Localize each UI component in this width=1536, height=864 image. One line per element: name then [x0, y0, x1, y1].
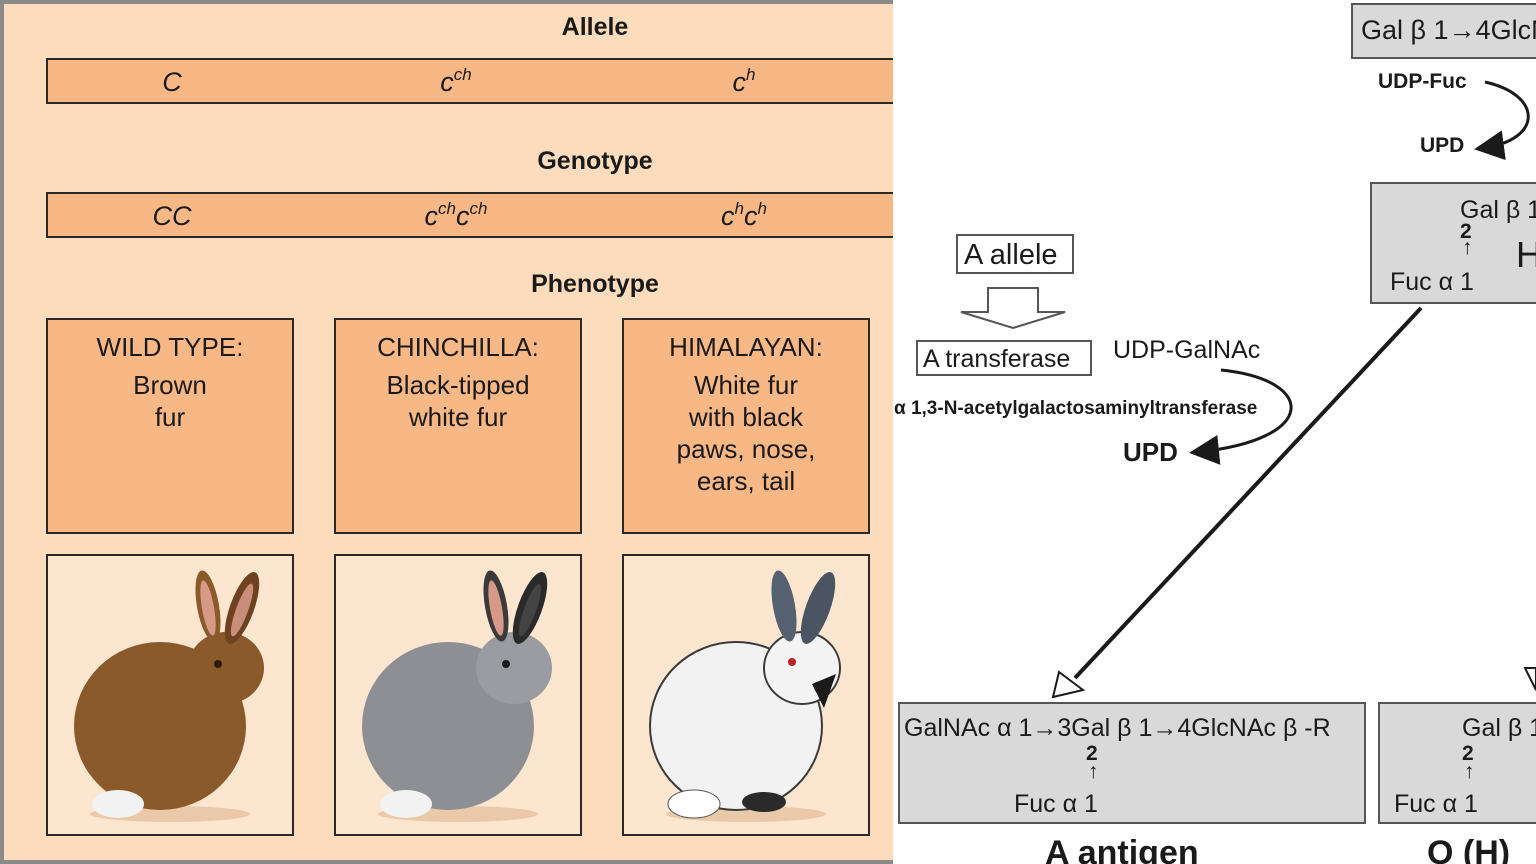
- panel-border-bottom: [0, 860, 893, 864]
- allele-himalayan: ch: [732, 65, 756, 97]
- pathway-arrows: [960, 80, 1536, 699]
- o-arrowhead-partial: [1523, 667, 1536, 691]
- rabbit-head: [188, 632, 264, 704]
- genotype-title: Genotype: [537, 147, 653, 175]
- rabbit-ear-inner-left: [488, 580, 504, 636]
- phenotype-name: WILD TYPE:: [96, 332, 244, 362]
- a-box-main: GalNAc α 1→3Gal β 1→4GlcNAc β -R: [904, 714, 1331, 742]
- o-antigen-box: Gal β 1 2 ↑ Fuc α 1: [1378, 702, 1536, 824]
- rabbit-image-box-chinchilla: [334, 554, 582, 836]
- a-antigen-label: A antigen: [1045, 834, 1199, 864]
- o-box-gal: Gal β 1: [1462, 714, 1536, 742]
- o-box-fuc: Fuc α 1: [1394, 790, 1478, 818]
- phenotype-title: Phenotype: [531, 270, 659, 298]
- a-antigen-box: GalNAc α 1→3Gal β 1→4GlcNAc β -R 2 ↑ Fuc…: [898, 702, 1366, 824]
- rabbit-ear-left: [771, 570, 797, 642]
- rabbit-himalayan-illustration: [649, 570, 841, 822]
- rabbit-head: [476, 632, 552, 704]
- allele-chinchilla: cch: [440, 65, 472, 97]
- a-box-up-arrow: ↑: [1088, 760, 1099, 783]
- upd-mid-label: UPD: [1123, 437, 1178, 467]
- rabbit-chinchilla-illustration: [362, 570, 552, 822]
- block-arrow-down: [960, 287, 1066, 330]
- allele-wild: C: [162, 67, 182, 97]
- h-box-link: 2: [1460, 220, 1472, 243]
- precursor-text: Gal β 1→4GlcN: [1361, 15, 1536, 45]
- abo-pathway-panel: Gal β 1→4GlcN UDP-Fuc UPD Gal β 1 2 ↑ Fu…: [893, 0, 1536, 864]
- rabbit-eye: [502, 660, 510, 668]
- coat-color-panel: Allele C cch ch Genotype CC cchcch chch …: [0, 0, 893, 864]
- rabbit-tail: [667, 789, 721, 819]
- a-allele-label: A allele: [964, 239, 1058, 271]
- genotype-wild: CC: [152, 201, 192, 231]
- rabbit-nose: [812, 674, 836, 708]
- rabbit-wild-illustration: [74, 570, 264, 822]
- genotype-bar: CC cchcch chch: [46, 192, 893, 238]
- pathway-hollow-arrowhead: [1051, 670, 1086, 699]
- rabbit-ear-inner-left: [200, 580, 216, 636]
- rabbit-tail: [92, 790, 144, 818]
- genotype-chinchilla: cchcch: [424, 199, 488, 231]
- rabbit-tail: [380, 790, 432, 818]
- h-antigen-box: Gal β 1 2 ↑ Fuc α 1 H: [1370, 182, 1536, 304]
- fuc-reaction-arrow: [1474, 80, 1530, 161]
- h-box-letter: H: [1516, 234, 1536, 275]
- allele-title: Allele: [561, 13, 629, 41]
- rabbit-image-box-himalayan: [622, 554, 870, 836]
- rabbit-eye: [788, 658, 796, 666]
- rabbit-ear-inner-right: [230, 583, 254, 637]
- a-transferase-label: A transferase: [923, 345, 1071, 373]
- rabbit-eye: [214, 660, 222, 668]
- panel-border-left: [0, 0, 4, 864]
- h-box-up-arrow: ↑: [1462, 236, 1473, 259]
- o-h-label: O (H): [1427, 834, 1511, 864]
- enzyme-name-label: α 1,3-N-acetylgalactosaminyltransferase: [894, 398, 1258, 419]
- rabbit-paw: [742, 792, 786, 812]
- upd-top-label: UPD: [1420, 134, 1465, 157]
- rabbit-ear-right: [800, 572, 836, 644]
- phenotype-name: HIMALAYAN:: [669, 332, 823, 362]
- rabbit-ear-inner-right: [518, 583, 542, 637]
- o-box-up-arrow: ↑: [1464, 760, 1475, 783]
- a-transferase-box: A transferase: [916, 340, 1092, 376]
- a-allele-box: A allele: [956, 234, 1074, 274]
- precursor-box: Gal β 1→4GlcN: [1351, 3, 1536, 59]
- genotype-himalayan: chch: [721, 199, 767, 231]
- panel-border-top: [0, 0, 893, 4]
- pathway-diagonal-line: [1073, 306, 1423, 680]
- udp-galnac-label: UDP-GalNAc: [1113, 336, 1261, 364]
- o-box-link: 2: [1462, 742, 1474, 765]
- udp-fuc-label: UDP-Fuc: [1378, 70, 1467, 93]
- rabbit-image-box-wild: [46, 554, 294, 836]
- a-box-fuc: Fuc α 1: [1014, 790, 1098, 818]
- phenotype-name: CHINCHILLA:: [377, 332, 539, 362]
- h-box-gal: Gal β 1: [1460, 196, 1536, 224]
- h-box-fuc: Fuc α 1: [1390, 268, 1474, 296]
- a-box-link: 2: [1086, 742, 1098, 765]
- allele-bar: C cch ch: [46, 58, 893, 104]
- galnac-reaction-arrow: [1189, 368, 1293, 465]
